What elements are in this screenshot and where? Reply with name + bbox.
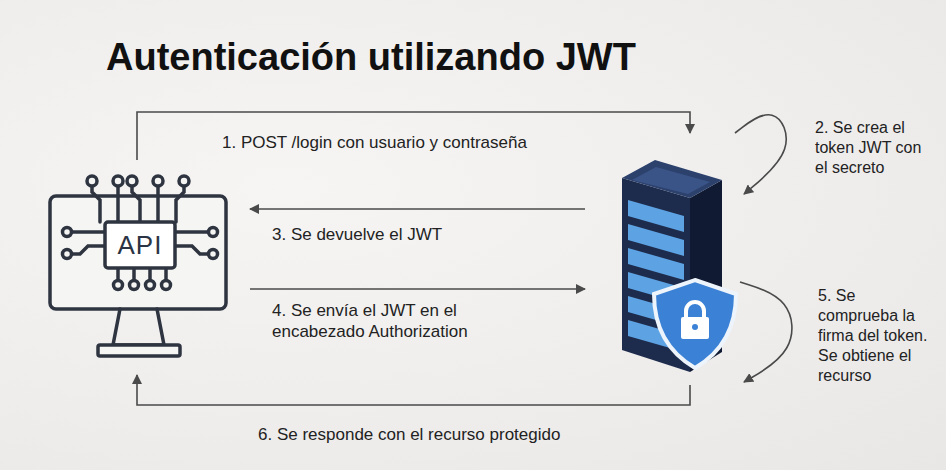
api-client-node: API <box>45 160 250 375</box>
flow-arrow <box>137 112 690 160</box>
monitor-illustration-part <box>50 196 226 309</box>
monitor-illustration-part <box>116 186 120 222</box>
monitor-illustration-part <box>87 176 97 186</box>
monitor-illustration-part <box>130 281 139 290</box>
server-illustration-part <box>681 317 709 339</box>
step-label: 4. Se envía el JWT en el encabezado Auth… <box>272 300 510 343</box>
monitor-illustration-part <box>132 186 140 222</box>
monitor-illustration-part <box>63 228 72 237</box>
monitor-illustration-part <box>132 268 136 280</box>
monitor-illustration-part <box>148 268 152 280</box>
server-illustration-part <box>654 280 736 368</box>
monitor-illustration-part <box>113 176 123 186</box>
flow-arrow <box>735 115 786 194</box>
server-illustration-part <box>632 167 710 194</box>
step-label: 3. Se devuelve el JWT <box>272 224 442 245</box>
chip-label: API <box>105 222 175 268</box>
step-label: 5. Se comprueba la firma del token. Se o… <box>818 286 930 386</box>
server-illustration-part <box>622 160 722 198</box>
flow-arrow <box>740 282 792 382</box>
diagram-title: Autenticación utilizando JWT <box>106 36 636 79</box>
monitor-illustration-part <box>179 176 189 186</box>
monitor-illustration-part <box>156 186 160 222</box>
monitor-illustration-part <box>63 250 72 259</box>
step-label: 6. Se responde con el recurso protegido <box>258 424 560 445</box>
server-node <box>585 133 740 385</box>
monitor-illustration-part <box>175 246 208 254</box>
monitor-illustration-part <box>153 176 163 186</box>
monitor-illustration-part <box>98 345 180 356</box>
flow-arrow <box>250 288 585 290</box>
monitor-illustration-part <box>105 222 175 268</box>
monitor-illustration-part <box>164 268 168 280</box>
monitor-illustration-part <box>127 176 137 186</box>
monitor-illustration-part <box>146 281 155 290</box>
monitor-illustration-part <box>72 230 105 234</box>
server-illustration <box>622 160 736 372</box>
step-label: 2. Se crea el token JWT con el secreto <box>815 118 923 178</box>
monitor-illustration-part <box>209 250 218 259</box>
flow-arrow <box>250 208 585 210</box>
monitor-illustration-part <box>113 309 164 345</box>
monitor-illustration-part <box>72 246 105 254</box>
monitor-illustration-part <box>162 281 171 290</box>
server-illustration-part <box>686 302 704 318</box>
monitor-illustration-part <box>92 186 100 222</box>
server-illustration-part <box>692 324 698 330</box>
monitor-illustration-part <box>114 281 123 290</box>
monitor-illustration-part <box>209 228 218 237</box>
monitor-illustration-part <box>116 268 120 280</box>
monitor-illustration <box>50 176 226 356</box>
step-label: 1. POST /login con usuario y contraseña <box>222 132 527 153</box>
monitor-illustration-part <box>176 186 184 222</box>
flow-arrow <box>137 375 690 405</box>
monitor-illustration-part <box>175 230 208 234</box>
